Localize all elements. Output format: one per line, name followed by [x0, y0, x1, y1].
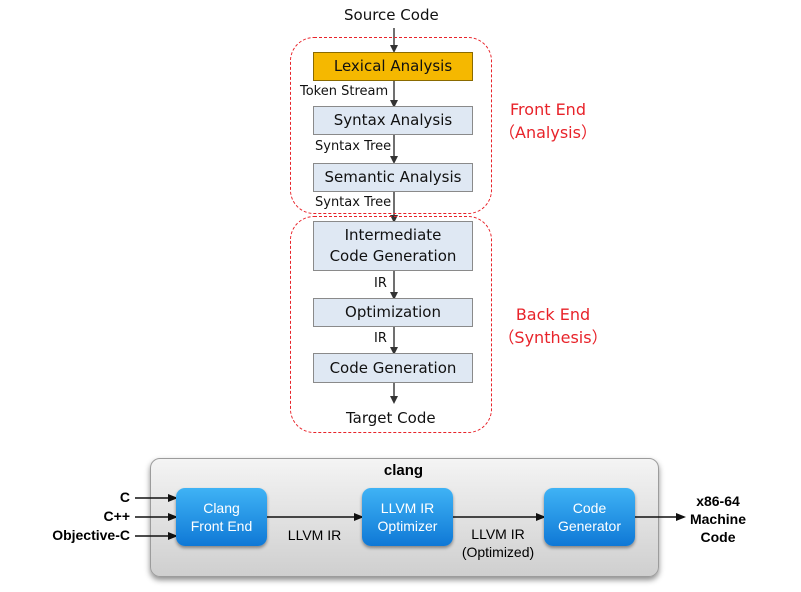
edge-label-ir-1: IR [374, 276, 387, 291]
block-clang-front-end-line2: Front End [190, 518, 253, 534]
pipeline-connectors [390, 28, 398, 404]
stage-intermediate-line2: Code Generation [329, 247, 457, 265]
edge-label-llvm-ir: LLVM IR [287, 527, 342, 543]
input-cpp: C++ [103, 508, 130, 524]
edge-label-token-stream: Token Stream [300, 84, 389, 99]
back-end-title: Back End [515, 305, 591, 324]
front-end-subtitle: （Analysis） [499, 123, 597, 142]
block-llvm-ir-optimizer-line2: Optimizer [377, 518, 438, 534]
stage-syntax-analysis: Syntax Analysis [313, 106, 473, 135]
back-end-group [290, 216, 492, 433]
stage-optimization: Optimization [313, 298, 473, 327]
block-llvm-ir-optimizer: LLVM IR Optimizer [362, 488, 453, 546]
back-end-subtitle: （Synthesis） [498, 328, 608, 347]
block-llvm-ir-optimizer-line1: LLVM IR [380, 500, 435, 516]
stage-code-generation: Code Generation [313, 353, 473, 383]
edge-label-syntax-tree-1: Syntax Tree [315, 139, 392, 154]
clang-connectors [135, 494, 686, 540]
source-code-label: Source Code [344, 6, 439, 24]
block-code-generator: Code Generator [544, 488, 635, 546]
edge-label-llvm-ir-optimized-line2: (Optimized) [461, 544, 535, 560]
stage-lexical-analysis: Lexical Analysis [313, 52, 473, 81]
input-c: C [119, 489, 130, 505]
edge-label-syntax-tree-2: Syntax Tree [315, 195, 392, 210]
stage-intermediate-code-generation: Intermediate Code Generation [313, 221, 473, 271]
output-line3: Code [700, 529, 736, 545]
front-end-group [290, 37, 492, 214]
output-line2: Machine [689, 511, 746, 527]
input-objective-c: Objective-C [52, 527, 130, 543]
block-clang-front-end: Clang Front End [176, 488, 267, 546]
output-line1: x86-64 [696, 493, 740, 509]
clang-title: clang [383, 462, 424, 479]
output-machine-code: x86-64 Machine Code [683, 492, 753, 546]
edge-label-ir-2: IR [374, 331, 387, 346]
block-clang-front-end-line1: Clang [203, 500, 240, 516]
edge-label-llvm-ir-optimized: LLVM IR (Optimized) [440, 525, 556, 561]
block-code-generator-line1: Code [572, 500, 607, 516]
stage-semantic-analysis: Semantic Analysis [313, 163, 473, 192]
target-code-label: Target Code [346, 409, 436, 427]
block-code-generator-line2: Generator [557, 518, 622, 534]
edge-label-llvm-ir-optimized-line1: LLVM IR [471, 526, 525, 542]
front-end-title: Front End [510, 100, 586, 119]
stage-intermediate-line1: Intermediate [344, 226, 442, 244]
